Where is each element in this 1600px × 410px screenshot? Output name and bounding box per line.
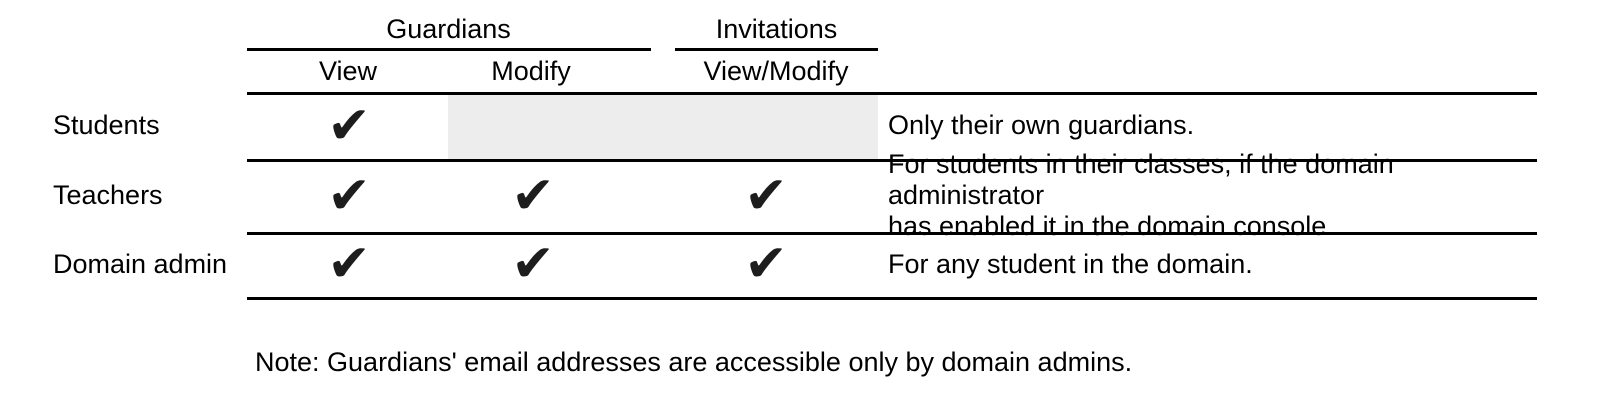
check-icon-domain-admin-view: ✔ — [327, 234, 371, 294]
group-header-guardians: Guardians — [386, 14, 511, 44]
rule-after-domain-admin — [247, 297, 1537, 300]
check-icon-domain-admin-view-modify: ✔ — [744, 234, 788, 294]
check-icon-students-view: ✔ — [327, 96, 371, 156]
note-students: Only their own guardians. — [888, 92, 1548, 159]
note-teachers-text: For students in their classes, if the do… — [888, 149, 1394, 241]
check-icon-teachers-view: ✔ — [327, 166, 371, 226]
group-header-invitations: Invitations — [715, 14, 838, 44]
students-no-permission-shaded-cell — [448, 95, 878, 159]
footnote: Note: Guardians' email addresses are acc… — [255, 347, 1133, 377]
column-header-modify: Modify — [491, 56, 571, 86]
note-students-text: Only their own guardians. — [888, 110, 1195, 140]
row-label-students: Students — [53, 110, 160, 140]
row-label-domain-admin: Domain admin — [53, 249, 228, 279]
check-icon-domain-admin-modify: ✔ — [511, 234, 555, 294]
column-header-view: View — [318, 56, 378, 86]
check-icon-teachers-modify: ✔ — [511, 166, 555, 226]
guardians-underline — [247, 48, 651, 51]
check-icon-teachers-view-modify: ✔ — [744, 166, 788, 226]
invitations-underline — [675, 48, 878, 51]
note-domain-admin: For any student in the domain. — [888, 232, 1548, 297]
row-label-teachers: Teachers — [53, 180, 163, 210]
note-teachers: For students in their classes, if the do… — [888, 149, 1548, 241]
rule-after-students — [247, 159, 1537, 162]
rule-header-bottom — [247, 92, 1537, 95]
rule-after-teachers — [247, 232, 1537, 235]
column-header-view-modify: View/Modify — [703, 56, 849, 86]
note-domain-admin-text: For any student in the domain. — [888, 249, 1253, 279]
